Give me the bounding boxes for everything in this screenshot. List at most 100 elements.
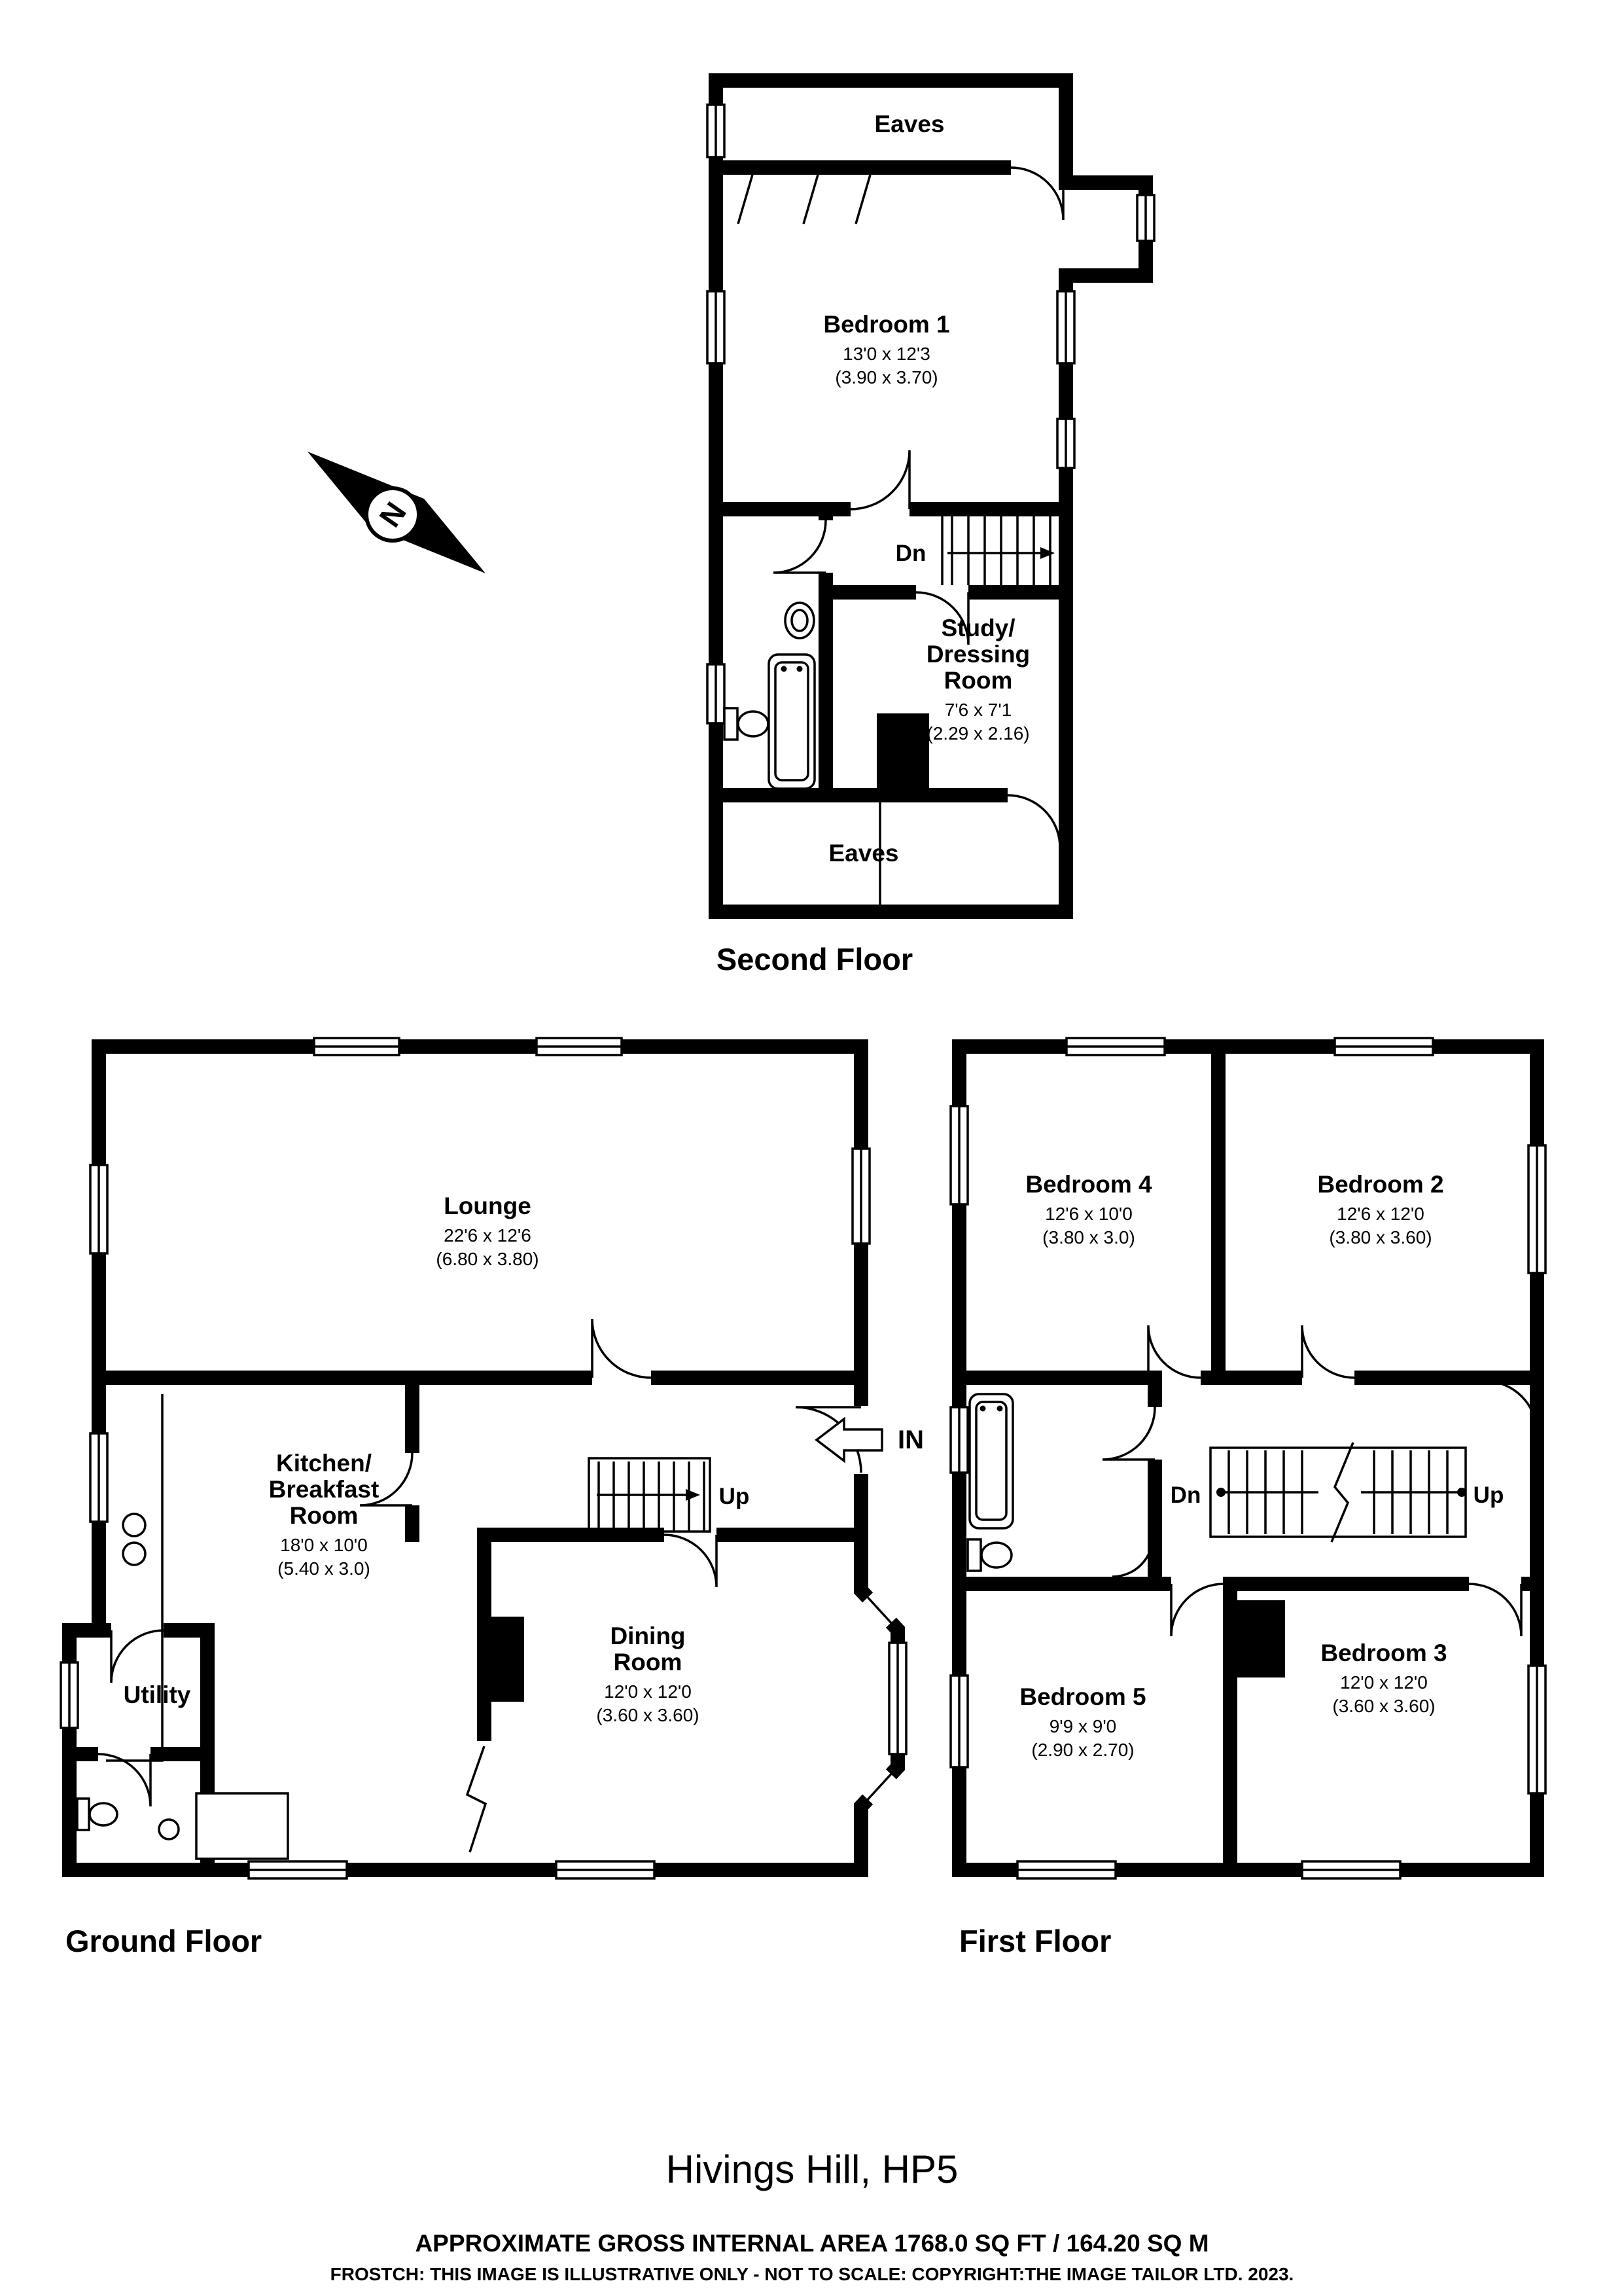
room-label-kitchen-1: Kitchen/ xyxy=(276,1450,372,1477)
page-title: Hivings Hill, HP5 xyxy=(666,2147,959,2191)
room-dims-study-ft: 7'6 x 7'1 xyxy=(945,700,1012,720)
bath-tap xyxy=(997,1405,1003,1412)
room-label-kitchen-3: Room xyxy=(290,1502,359,1529)
chimney-breast xyxy=(877,713,929,788)
sink-icon xyxy=(158,1818,180,1840)
room-label-bedroom1: Bedroom 1 xyxy=(823,311,949,338)
room-dims-kitchen-ft: 18'0 x 10'0 xyxy=(280,1535,368,1555)
room-dims-study-m: (2.29 x 2.16) xyxy=(927,723,1029,744)
kitchen-sink-bowl xyxy=(122,1513,147,1537)
room-dims-bedroom2-m: (3.80 x 3.60) xyxy=(1329,1227,1432,1247)
chimney-breast xyxy=(1223,1600,1285,1677)
sink-icon xyxy=(784,601,815,639)
door-swings xyxy=(1102,1325,1538,1637)
stairs-up-label: Up xyxy=(1474,1482,1504,1508)
room-label-study-1: Study/ xyxy=(941,615,1015,641)
bathtub-icon xyxy=(768,653,816,790)
door-swings xyxy=(97,1318,862,1853)
toilet-bowl xyxy=(737,710,769,738)
area-line: APPROXIMATE GROSS INTERNAL AREA 1768.0 S… xyxy=(415,2230,1209,2257)
room-label-bedroom4: Bedroom 4 xyxy=(1025,1171,1152,1198)
toilet-icon xyxy=(966,1538,1013,1572)
stair-arrowhead xyxy=(1040,547,1055,559)
room-dims-lounge-ft: 22'6 x 12'6 xyxy=(444,1225,531,1246)
room-label-bedroom5: Bedroom 5 xyxy=(1019,1683,1146,1710)
floor-label-second: Second Floor xyxy=(716,942,913,977)
wardrobe-doors xyxy=(737,174,872,224)
stairs-up-label: Up xyxy=(719,1484,750,1509)
room-dims-bedroom4-m: (3.80 x 3.0) xyxy=(1042,1227,1135,1247)
room-dims-dining-ft: 12'0 x 12'0 xyxy=(604,1681,692,1702)
bay-window-lines xyxy=(864,1593,895,1804)
floor-label-first: First Floor xyxy=(959,1924,1111,1958)
ground-floor-plan: Lounge 22'6 x 12'6 (6.80 x 3.80) Kitchen… xyxy=(60,1037,924,1958)
toilet-tank xyxy=(723,707,739,741)
stair-outline xyxy=(588,1457,711,1533)
stair-newel xyxy=(1216,1488,1226,1497)
room-label-eaves-bottom: Eaves xyxy=(829,840,899,867)
room-label-bedroom3: Bedroom 3 xyxy=(1320,1640,1447,1666)
second-floor-plan: Eaves Bedroom 1 13'0 x 12'3 (3.90 x 3.70… xyxy=(706,73,1156,977)
bathtub-icon xyxy=(968,1393,1014,1530)
toilet-icon xyxy=(723,707,769,741)
toilet-bowl xyxy=(88,1802,118,1827)
room-label-kitchen-2: Breakfast xyxy=(269,1476,380,1503)
room-label-lounge: Lounge xyxy=(444,1193,531,1219)
stair-newel xyxy=(1457,1488,1466,1497)
stairs-dn-label: Dn xyxy=(1171,1482,1201,1508)
room-dims-bedroom3-m: (3.60 x 3.60) xyxy=(1332,1696,1435,1716)
window-centerlines xyxy=(68,1045,899,1871)
room-label-study-2: Dressing xyxy=(927,641,1030,668)
floor-label-ground: Ground Floor xyxy=(65,1924,262,1958)
stair-arrowhead xyxy=(686,1489,700,1501)
room-dims-dining-m: (3.60 x 3.60) xyxy=(596,1705,699,1725)
room-label-study-3: Room xyxy=(944,667,1013,694)
room-label-utility: Utility xyxy=(124,1681,191,1708)
entrance-in-label: IN xyxy=(898,1426,924,1454)
room-label-dining-1: Dining xyxy=(610,1623,685,1649)
toilet-tank xyxy=(76,1797,90,1831)
bath-tap xyxy=(796,666,803,672)
room-dims-bedroom5-ft: 9'9 x 9'0 xyxy=(1050,1716,1117,1736)
bath-tap xyxy=(781,666,787,672)
north-arrow: N xyxy=(308,452,485,573)
room-label-dining-2: Room xyxy=(614,1649,682,1676)
room-dims-bedroom4-ft: 12'6 x 10'0 xyxy=(1045,1204,1133,1224)
toilet-bowl xyxy=(980,1541,1013,1569)
entrance-arrow xyxy=(815,1416,883,1463)
bathtub-inner xyxy=(975,1401,1008,1521)
window-centerlines xyxy=(958,1045,1538,1871)
kitchen-counter xyxy=(106,1394,164,1762)
room-dims-kitchen-m: (5.40 x 3.0) xyxy=(277,1558,370,1579)
door-swings xyxy=(773,166,1065,848)
second-floor-interior-walls xyxy=(709,160,1073,802)
stairs-dn-label: Dn xyxy=(896,541,927,566)
bath-tap xyxy=(980,1405,986,1412)
staircase-dn-up xyxy=(1209,1442,1467,1543)
bathtub-inner xyxy=(774,661,809,781)
footer: Hivings Hill, HP5 APPROXIMATE GROSS INTE… xyxy=(330,2147,1294,2284)
north-arrow-circle xyxy=(364,486,421,543)
sink-bowl xyxy=(790,609,809,632)
chimney-breast xyxy=(477,1617,524,1702)
first-floor-plan: Bedroom 4 12'6 x 10'0 (3.80 x 3.0) Bedro… xyxy=(949,1037,1547,1958)
kitchen-appliance xyxy=(195,1792,289,1860)
room-dims-bedroom3-ft: 12'0 x 12'0 xyxy=(1340,1672,1428,1693)
room-dims-bedroom5-m: (2.90 x 2.70) xyxy=(1031,1740,1134,1760)
stair-break-line xyxy=(1330,1442,1354,1543)
room-dims-bedroom1-ft: 13'0 x 12'3 xyxy=(843,344,930,364)
first-floor-interior-walls xyxy=(952,1039,1544,1877)
room-dims-bedroom1-m: (3.90 x 3.70) xyxy=(835,367,938,387)
window-centerlines xyxy=(715,105,1147,723)
room-dims-bedroom2-ft: 12'6 x 12'0 xyxy=(1337,1204,1424,1224)
toilet-tank xyxy=(966,1538,982,1572)
toilet-icon xyxy=(76,1797,118,1831)
staircase-down xyxy=(941,516,1055,585)
room-label-eaves-top: Eaves xyxy=(875,111,945,137)
disclaimer-line: FROSTCH: THIS IMAGE IS ILLUSTRATIVE ONLY… xyxy=(330,2264,1294,2284)
room-dims-lounge-m: (6.80 x 3.80) xyxy=(436,1249,538,1269)
kitchen-sink-bowl xyxy=(122,1541,147,1566)
stair-treads xyxy=(951,516,1051,585)
